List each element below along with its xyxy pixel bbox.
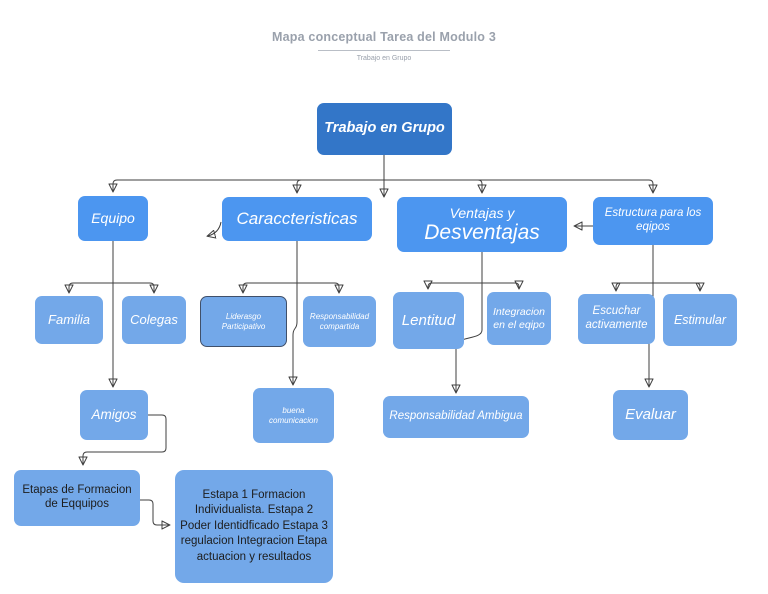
node-colegas[interactable]: Colegas — [122, 296, 186, 344]
node-etapas-detalle[interactable]: Estapa 1 Formacion Individualista. Estap… — [175, 470, 333, 583]
connector-caracteristicas-liderasgo — [243, 282, 297, 292]
connector-root-ventajas — [384, 179, 482, 192]
node-evaluar[interactable]: Evaluar — [613, 390, 688, 440]
connector-equipo-colegas — [113, 282, 154, 292]
node-ventajas-desventajas[interactable]: Ventajas y Desventajas — [397, 197, 567, 252]
diagram-subtitle: Trabajo en Grupo — [356, 55, 412, 62]
node-ventajas-line2: Desventajas — [424, 221, 540, 244]
node-familia[interactable]: Familia — [35, 296, 103, 344]
node-responsabilidad-ambigua[interactable]: Responsabilidad Ambigua — [383, 396, 529, 438]
node-estructura[interactable]: Estructura para los eqipos — [593, 197, 713, 245]
connector-equipo-familia — [69, 282, 113, 292]
connector-ventajas-integracion — [482, 283, 519, 288]
connector-etapas-detalle — [140, 499, 169, 525]
connector-root-equipo — [113, 179, 384, 191]
node-integracion[interactable]: Integracion en el eqipo — [487, 292, 551, 345]
connector-ventajas-lentitud — [428, 283, 482, 288]
diagram-title: Mapa conceptual Tarea del Modulo 3 — [272, 30, 496, 44]
node-etapas-formacion[interactable]: Etapas de Formacion de Eqquipos — [14, 470, 140, 526]
node-equipo[interactable]: Equipo — [78, 196, 148, 241]
connector-amigos-etapas — [83, 414, 167, 464]
connector-estructura-estimular — [653, 282, 700, 290]
node-amigos[interactable]: Amigos — [80, 390, 148, 440]
connector-root-estructura — [384, 179, 653, 192]
node-ventajas-line1: Ventajas y — [449, 204, 515, 221]
connector-caracteristicas-buena — [293, 241, 298, 384]
node-responsabilidad-compartida[interactable]: Responsabilidad compartida — [303, 296, 376, 347]
node-liderasgo[interactable]: Liderasgo Participativo — [200, 296, 287, 347]
connector-caracteristicas-responsabilidad — [297, 282, 339, 292]
node-estimular[interactable]: Estimular — [663, 294, 737, 346]
node-buena-comunicacion[interactable]: buena comunicacion — [253, 388, 334, 443]
connector-root-caracteristicas — [297, 179, 384, 192]
node-escuchar[interactable]: Escuchar activamente — [578, 294, 655, 344]
node-trabajo-en-grupo[interactable]: Trabajo en Grupo — [317, 103, 452, 155]
node-caracteristicas[interactable]: Caraccteristicas — [222, 197, 372, 241]
connector-estructura-escuchar — [616, 282, 653, 290]
connector-caracteristicas-dangling — [208, 221, 222, 236]
title-block: Mapa conceptual Tarea del Modulo 3 Traba… — [0, 30, 768, 62]
node-lentitud[interactable]: Lentitud — [393, 292, 464, 349]
title-divider — [318, 50, 450, 51]
